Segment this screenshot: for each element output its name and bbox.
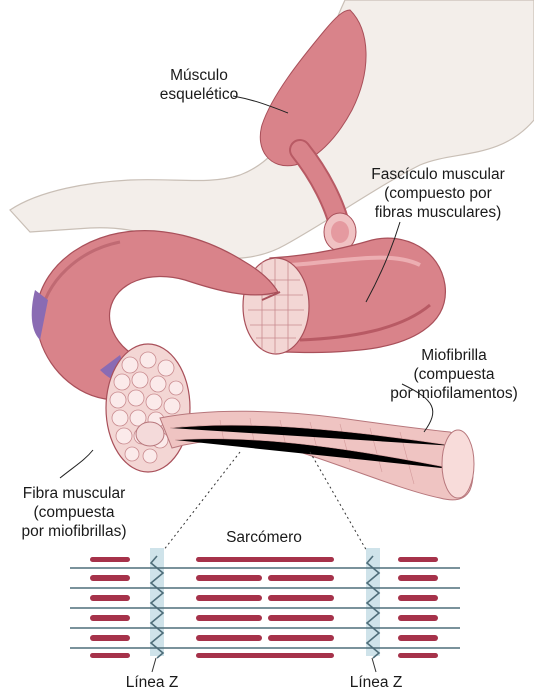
thick-filament (398, 557, 438, 562)
thick-filament (398, 635, 438, 641)
thick-filament (90, 575, 130, 581)
label-muscle-fiber: Fibra muscular (compuesta por miofibrill… (4, 484, 144, 541)
fascicle (243, 238, 445, 354)
thick-filament (90, 653, 130, 658)
thick-filament (90, 595, 130, 601)
myofibril (136, 411, 474, 500)
thick-filament (196, 557, 334, 562)
label-z-line-right: Línea Z (336, 673, 416, 692)
thick-filament (398, 575, 438, 581)
thick-filament (196, 615, 262, 621)
thick-filament (268, 615, 334, 621)
thick-filament (196, 635, 262, 641)
thick-filament (196, 595, 262, 601)
thick-filament (196, 575, 262, 581)
thick-filament (196, 653, 334, 658)
thick-filament (90, 615, 130, 621)
thick-filament (398, 595, 438, 601)
label-sarcomere: Sarcómero (214, 528, 314, 547)
thick-filament (268, 575, 334, 581)
z-lines (151, 556, 379, 658)
label-skeletal-muscle: Músculo esquelético (154, 66, 244, 104)
thick-filament (398, 615, 438, 621)
label-fascicle: Fascículo muscular (compuesto por fibras… (358, 165, 518, 222)
label-z-line-left: Línea Z (112, 673, 192, 692)
sarcomere-zoom (70, 548, 460, 672)
thick-filament (90, 635, 130, 641)
label-myofibril: Miofibrilla (compuesta por miofilamentos… (386, 346, 522, 403)
thick-filament (398, 653, 438, 658)
thick-filament (90, 557, 130, 562)
thick-filament (268, 595, 334, 601)
thick-filament (268, 635, 334, 641)
